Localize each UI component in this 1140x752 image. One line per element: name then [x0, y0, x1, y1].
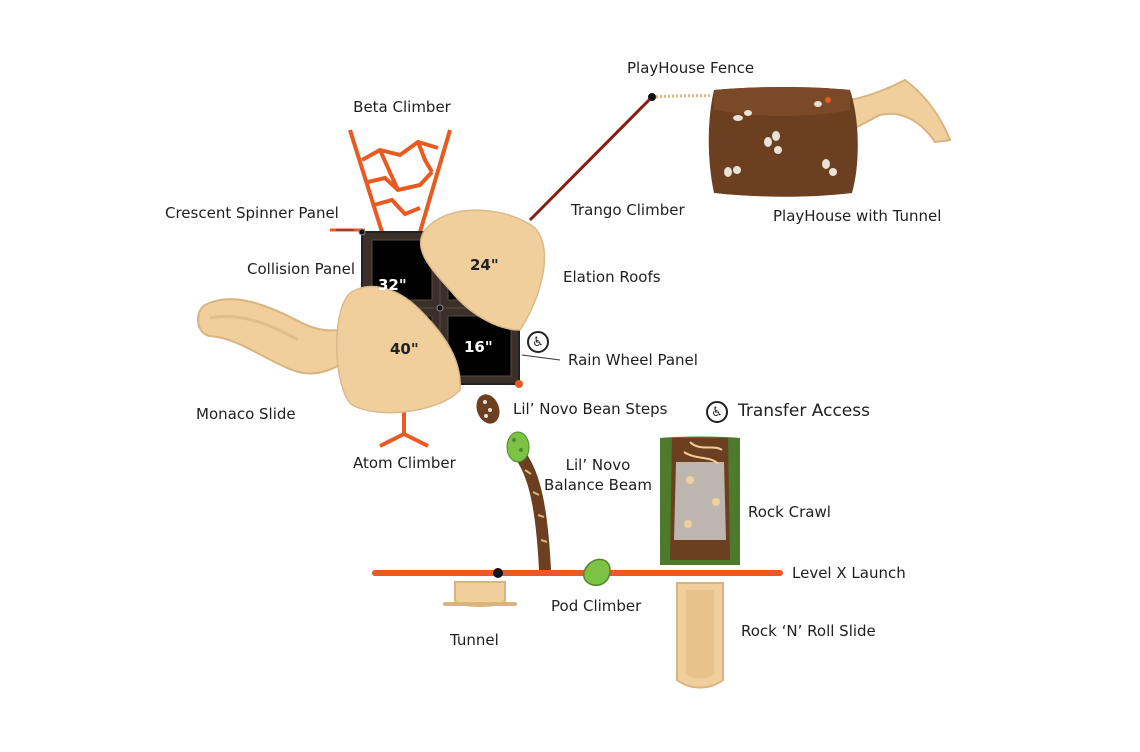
- label-elation-roofs: Elation Roofs: [563, 268, 661, 286]
- rock-n-roll-slide: [676, 582, 724, 689]
- lil-novo-balance-beam: [506, 431, 551, 576]
- label-pod-climber: Pod Climber: [551, 597, 642, 615]
- elation-roof-24: [419, 209, 546, 331]
- label-balance-beam-1: Lil’ Novo: [565, 456, 631, 474]
- leader-lines: [336, 229, 561, 361]
- label-playhouse-fence: PlayHouse Fence: [627, 59, 755, 77]
- label-bean-steps: Lil’ Novo Bean Steps: [513, 400, 668, 418]
- elation-roof-40: [335, 285, 461, 414]
- beta-climber: [348, 129, 452, 233]
- monaco-slide: [197, 298, 358, 375]
- lil-novo-bean-steps: [476, 394, 500, 424]
- deck-height-bottom-right: 16": [464, 338, 493, 356]
- label-rock-n-roll-slide: Rock ‘N’ Roll Slide: [741, 622, 876, 640]
- label-playhouse-tunnel: PlayHouse with Tunnel: [773, 207, 942, 225]
- label-balance-beam-2: Balance Beam: [544, 476, 652, 494]
- bean-holds: [483, 400, 492, 418]
- label-level-x-launch: Level X Launch: [792, 564, 906, 582]
- label-rain-wheel-panel: Rain Wheel Panel: [568, 351, 698, 369]
- deck-height-bottom-left: 40": [390, 340, 419, 358]
- label-collision-panel: Collision Panel: [247, 260, 356, 278]
- wheelchair-transfer-icon: ♿: [527, 331, 549, 353]
- fence-post: [648, 93, 656, 101]
- launch-post: [493, 568, 503, 578]
- playhouse-tunnel-slide: [848, 78, 952, 144]
- pod-climber: [583, 558, 611, 586]
- label-beta-climber: Beta Climber: [353, 98, 451, 116]
- label-crescent-spinner-panel: Crescent Spinner Panel: [165, 204, 339, 222]
- deck-height-top-right: 24": [470, 256, 499, 274]
- label-trango-climber: Trango Climber: [571, 201, 685, 219]
- rock-crawl: [660, 436, 740, 565]
- deck-height-top-left: 32": [378, 276, 407, 294]
- label-tunnel: Tunnel: [450, 631, 499, 649]
- label-monaco-slide: Monaco Slide: [196, 405, 296, 423]
- wheelchair-transfer-icon: ♿: [706, 401, 728, 423]
- playhouse-fence: [651, 94, 713, 99]
- label-rock-crawl: Rock Crawl: [748, 503, 831, 521]
- label-transfer-access: Transfer Access: [738, 401, 870, 421]
- tunnel: [443, 581, 517, 607]
- trango-climber: [528, 95, 654, 222]
- label-atom-climber: Atom Climber: [353, 454, 456, 472]
- playhouse: [708, 87, 858, 197]
